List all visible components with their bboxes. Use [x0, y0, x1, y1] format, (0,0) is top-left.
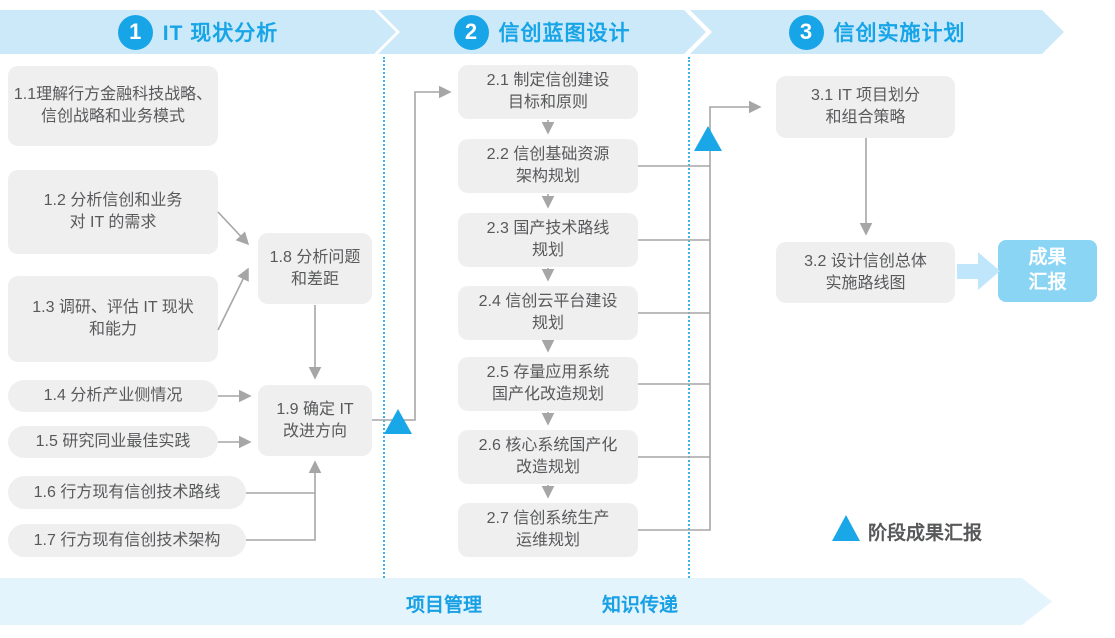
box-2-4: 2.4 信创云平台建设 规划: [458, 286, 638, 340]
box-1-9: 1.9 确定 IT 改进方向: [258, 385, 372, 456]
box-1-5: 1.5 研究同业最佳实践: [8, 426, 218, 458]
legend-label: 阶段成果汇报: [868, 523, 983, 544]
phase1-title: IT 现状分析: [162, 22, 279, 45]
footer-banner: [0, 578, 1052, 625]
arrow-1-3-to-1-8: [217, 267, 249, 331]
box-2-3: 2.3 国产技术路线 规划: [458, 213, 638, 267]
box-2-2: 2.2 信创基础资源 架构规划: [458, 139, 638, 193]
phase3-number-badge: 3: [789, 15, 824, 50]
box-3-1: 3.1 IT 项目划分 和组合策略: [776, 76, 955, 138]
box-1-6: 1.6 行方现有信创技术路线: [8, 476, 246, 509]
arrow-1-2-to-1-8: [217, 211, 250, 246]
box-2-7: 2.7 信创系统生产 运维规划: [458, 503, 638, 557]
phase3-banner: 3 信创实施计划: [690, 10, 1064, 54]
footer-knowledge-transfer-label: 知识传递: [601, 595, 678, 616]
arrow-1-7-to-1-9: [246, 460, 322, 541]
legend-triangle-icon: [832, 515, 860, 541]
box-2-1: 2.1 制定信创建设 目标和原则: [458, 65, 638, 119]
phase2-number-badge: 2: [454, 15, 489, 50]
phase3-title: 信创实施计划: [833, 22, 966, 45]
box-3-2: 3.2 设计信创总体 实施路线图: [776, 242, 955, 303]
arrow-collector-to-3-1: [638, 100, 762, 531]
box-2-5: 2.5 存量应用系统 国产化改造规划: [458, 357, 638, 411]
result-report-box: 成果 汇报: [998, 240, 1097, 302]
box-1-4: 1.4 分析产业侧情况: [8, 380, 218, 412]
milestone-triangle-phase1: [384, 409, 412, 434]
box-1-3: 1.3 调研、评估 IT 现状 和能力: [8, 276, 218, 362]
milestone-triangle-phase2: [694, 126, 722, 151]
thick-arrow-to-result: [957, 252, 1000, 290]
phase2-title: 信创蓝图设计: [498, 22, 631, 45]
box-1-2: 1.2 分析信创和业务 对 IT 的需求: [8, 170, 218, 254]
phase1-number-badge: 1: [118, 15, 153, 50]
phase2-banner: 2 信创蓝图设计: [378, 10, 706, 54]
box-1-8: 1.8 分析问题 和差距: [258, 233, 372, 304]
box-2-6: 2.6 核心系统国产化 改造规划: [458, 430, 638, 484]
phase-separator-2: [688, 57, 690, 578]
phase-separator-1: [383, 57, 385, 578]
box-1-7: 1.7 行方现有信创技术架构: [8, 524, 246, 557]
box-1-1: 1.1理解行方金融科技战略、 信创战略和业务模式: [8, 66, 218, 146]
footer-project-management-label: 项目管理: [405, 595, 482, 616]
phase1-banner: 1 IT 现状分析: [0, 10, 396, 54]
